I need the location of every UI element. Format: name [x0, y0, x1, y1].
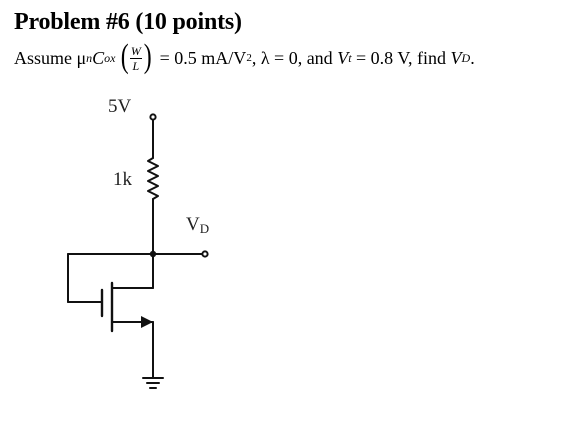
lambda-text: , λ = 0, and	[251, 47, 333, 68]
supply-voltage-label: 5V	[108, 96, 132, 117]
output-node-dot	[149, 250, 157, 258]
output-voltage-symbol: V	[186, 214, 200, 235]
vt-symbol: V	[337, 47, 349, 68]
mu-subscript: n	[86, 50, 93, 65]
left-paren: (	[120, 37, 129, 75]
w-over-l-fraction: ( W L )	[119, 37, 154, 75]
right-paren: )	[143, 37, 152, 75]
output-terminal	[201, 250, 209, 258]
kn-power: 2	[246, 52, 252, 64]
vd-subscript: D	[461, 50, 471, 65]
vt-subscript: t	[348, 50, 352, 65]
assume-text: Assume	[14, 47, 72, 68]
resistor-1k	[147, 157, 159, 200]
output-voltage-subscript: D	[199, 221, 210, 236]
vd-symbol: V	[450, 47, 462, 68]
problem-title: Problem #6 (10 points)	[14, 9, 242, 35]
resistor-label: 1k	[113, 169, 132, 190]
statement-period: .	[470, 47, 475, 68]
cox-subscript: ox	[104, 50, 116, 65]
kn-value: = 0.5 mA/V	[159, 47, 247, 68]
mu-symbol: μ	[76, 47, 87, 68]
fraction-denominator: L	[132, 58, 140, 73]
source-arrow	[141, 316, 153, 328]
fraction-numerator: W	[129, 43, 142, 59]
supply-terminal	[149, 113, 157, 121]
cox-symbol: C	[92, 47, 105, 68]
output-voltage-label: VD	[186, 214, 209, 237]
vt-value: = 0.8 V, find	[356, 47, 447, 68]
